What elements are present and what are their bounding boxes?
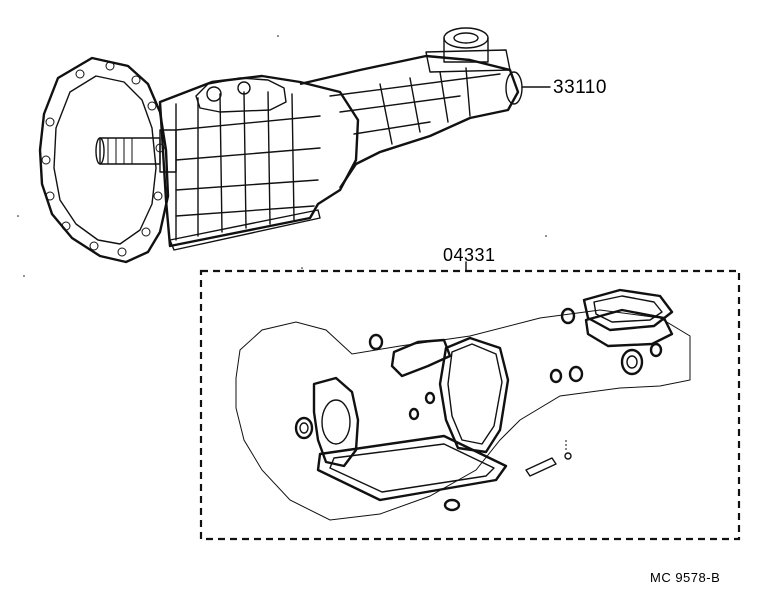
bottom-pan [169, 209, 321, 251]
transmission-assembly-illustration [38, 27, 551, 264]
illustration-code-label: MC 9578-B [650, 570, 721, 585]
phantom-case-outline [235, 309, 691, 521]
bell-housing-outline [38, 56, 170, 264]
gasket-kit-group [199, 261, 741, 541]
front-cover-gasket [312, 376, 360, 468]
rear-top-flange [425, 27, 511, 73]
gasket-kit-part-number-label: 04331 [443, 245, 496, 265]
assembly-part-number-label: 33110 [553, 77, 607, 98]
shift-cover-gasket [390, 338, 452, 378]
extension-housing-ribs [329, 67, 501, 145]
shift-cover [195, 77, 287, 113]
rear-oil-seal [620, 348, 644, 376]
small-seals-and-orings [368, 307, 663, 512]
shift-cover-boss [206, 86, 222, 102]
gasket-kit-boundary [199, 269, 741, 541]
oil-pan-gasket [316, 434, 508, 502]
front-oil-seal [294, 416, 314, 440]
main-case-ribs [175, 91, 321, 241]
background-specks [17, 35, 547, 277]
side-cover-gasket [438, 336, 510, 454]
rear-seal-housing [505, 71, 523, 105]
extension-gaskets [582, 288, 674, 348]
bell-housing-rim [53, 75, 157, 245]
speedometer-sleeve [525, 440, 572, 477]
main-case-outline [158, 74, 360, 248]
extension-housing-outline [299, 54, 520, 189]
bell-housing-bolt-holes [41, 61, 165, 257]
